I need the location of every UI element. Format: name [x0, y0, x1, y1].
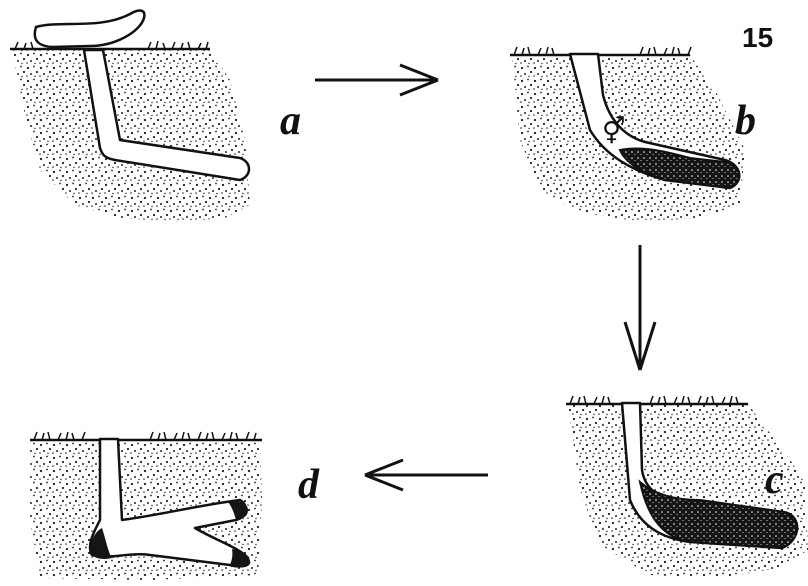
stage-a: a — [10, 11, 301, 222]
arrow-b-to-c — [625, 245, 655, 370]
stage-c: c — [566, 396, 808, 578]
stage-label-a: a — [280, 98, 301, 144]
arrow-c-to-d — [365, 460, 488, 490]
stage-b: ⚥ b — [510, 47, 756, 222]
stage-label-d: d — [298, 462, 320, 508]
soil-block-a — [12, 49, 250, 222]
stage-d: d — [30, 432, 320, 580]
plate-number: 15 — [742, 22, 773, 53]
marker-symbol-b: ⚥ — [602, 116, 625, 147]
arrow-a-to-b — [315, 65, 438, 95]
stage-label-b: b — [735, 98, 756, 144]
surface-organism-a — [35, 11, 145, 47]
stage-label-c: c — [765, 457, 784, 503]
